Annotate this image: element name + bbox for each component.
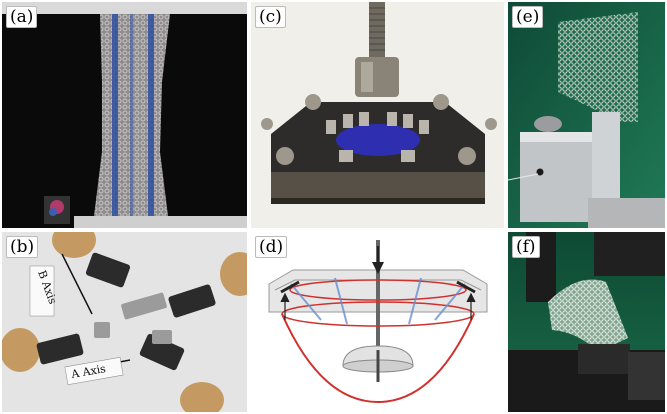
panel-b: B Axis A Axis (b) [2,232,247,412]
axis-a-tag: A Axis [69,362,107,381]
panel-d: (d) [251,232,504,412]
panel-d-diagram [251,232,504,412]
panel-b-label: (b) [6,236,39,258]
panel-b-photo: B Axis A Axis [2,232,247,412]
panel-c-label: (c) [255,6,286,28]
panel-c-photo [251,2,504,228]
panel-e-photo [508,2,665,228]
panel-a-photo [2,2,247,228]
panel-f-photo [508,232,665,412]
panel-d-label: (d) [255,236,288,258]
panel-c: (c) [251,2,504,228]
panel-e-label: (e) [512,6,544,28]
panel-a: (a) [2,2,247,228]
panel-f: (f) [508,232,665,412]
panel-e: (e) [508,2,665,228]
panel-a-label: (a) [6,6,38,28]
panel-f-label: (f) [512,236,540,258]
